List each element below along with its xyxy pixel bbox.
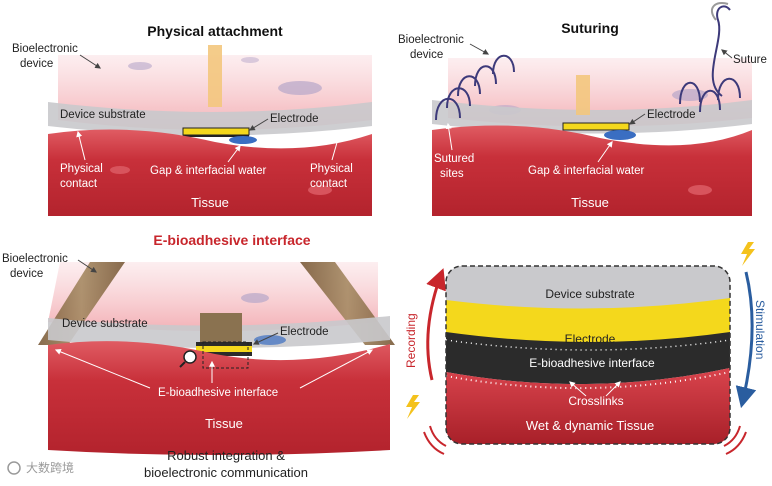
zoom-electrode-label: Electrode <box>565 332 616 346</box>
bioelectronic-device-label: Bioelectronic <box>398 34 464 46</box>
device-layer <box>48 262 378 331</box>
device-substrate-label: Device substrate <box>60 109 146 121</box>
suture-label: Suture <box>733 54 767 66</box>
electrode-label: Electrode <box>280 326 329 338</box>
physical-contact-left-2: contact <box>60 178 98 190</box>
lightning-icon <box>406 395 420 419</box>
sutured-sites-label: Sutured <box>434 153 474 165</box>
stimulation-arrow <box>735 271 757 409</box>
electrode-label: Electrode <box>270 113 319 125</box>
crosslinks-label: Crosslinks <box>568 394 623 408</box>
bioelectronic-device-label: Bioelectronic <box>12 43 78 55</box>
recording-arrow <box>426 268 446 381</box>
electrode <box>182 127 250 136</box>
bioelectronic-device-label-2: device <box>20 58 53 70</box>
tissue-block <box>48 341 390 455</box>
device-substrate <box>432 100 752 134</box>
zoom-electrode <box>446 298 730 346</box>
suture-thread <box>711 5 731 97</box>
watermark: 大数跨境 <box>7 460 74 475</box>
zoom-tissue <box>446 368 730 444</box>
tissue-block <box>48 129 372 216</box>
panel-suturing: Suturing Bioelectronic device Suture Ele… <box>398 2 767 216</box>
tissue-label: Tissue <box>205 416 243 431</box>
tissue-label: Tissue <box>191 195 229 210</box>
zoom-tissue-label: Wet & dynamic Tissue <box>526 418 654 433</box>
physical-contact-left: Physical <box>60 163 103 175</box>
bioadhesive-layer <box>196 342 252 346</box>
lightning-icon-2 <box>741 242 755 266</box>
electrode-label: Electrode <box>647 109 696 121</box>
bioelectronic-device-label: Bioelectronic <box>2 253 68 265</box>
physical-contact-right: Physical <box>310 163 353 175</box>
recording-label: Recording <box>404 313 418 368</box>
stimulation-label: Stimulation <box>753 300 767 359</box>
bioelectronic-device-label-2: device <box>410 49 443 61</box>
magnifier-icon <box>183 350 197 364</box>
zoom-adhesive <box>446 332 730 385</box>
panel-title: E-bioadhesive interface <box>153 232 310 248</box>
device-substrate <box>48 102 372 136</box>
zoom-box <box>202 341 249 369</box>
panel-bioadhesive: E-bioadhesive interface Bioelectronic de… <box>2 232 395 480</box>
physical-contact-right-2: contact <box>310 178 348 190</box>
gap-label: Gap & interfacial water <box>528 165 645 177</box>
tissue-label: Tissue <box>571 195 609 210</box>
device-substrate-label: Device substrate <box>62 318 148 330</box>
caption-line-2: bioelectronic communication <box>144 465 308 480</box>
caption-line-1: Robust integration & <box>167 448 285 463</box>
sutured-sites-label-2: sites <box>440 168 464 180</box>
gap-label: Gap & interfacial water <box>150 165 267 177</box>
zoom-interface-label: E-bioadhesive interface <box>529 356 655 370</box>
watermark-logo-icon <box>7 461 21 475</box>
tissue-block <box>432 125 752 216</box>
watermark-text: 大数跨境 <box>26 460 74 475</box>
panel-zoom: Device substrate Electrode E-bioadhesive… <box>404 242 767 455</box>
panel-physical-attachment: Physical attachment Bioelectronic device… <box>12 23 372 216</box>
panel-title: Physical attachment <box>147 23 283 39</box>
electrode <box>196 346 252 352</box>
interface-label: E-bioadhesive interface <box>158 387 278 399</box>
zoom-substrate-label: Device substrate <box>545 287 635 301</box>
bioelectronic-device-label-2: device <box>10 268 43 280</box>
electrode <box>562 122 630 131</box>
suture-loops <box>435 54 741 121</box>
panel-title: Suturing <box>561 20 619 36</box>
suture-needle <box>710 2 729 21</box>
